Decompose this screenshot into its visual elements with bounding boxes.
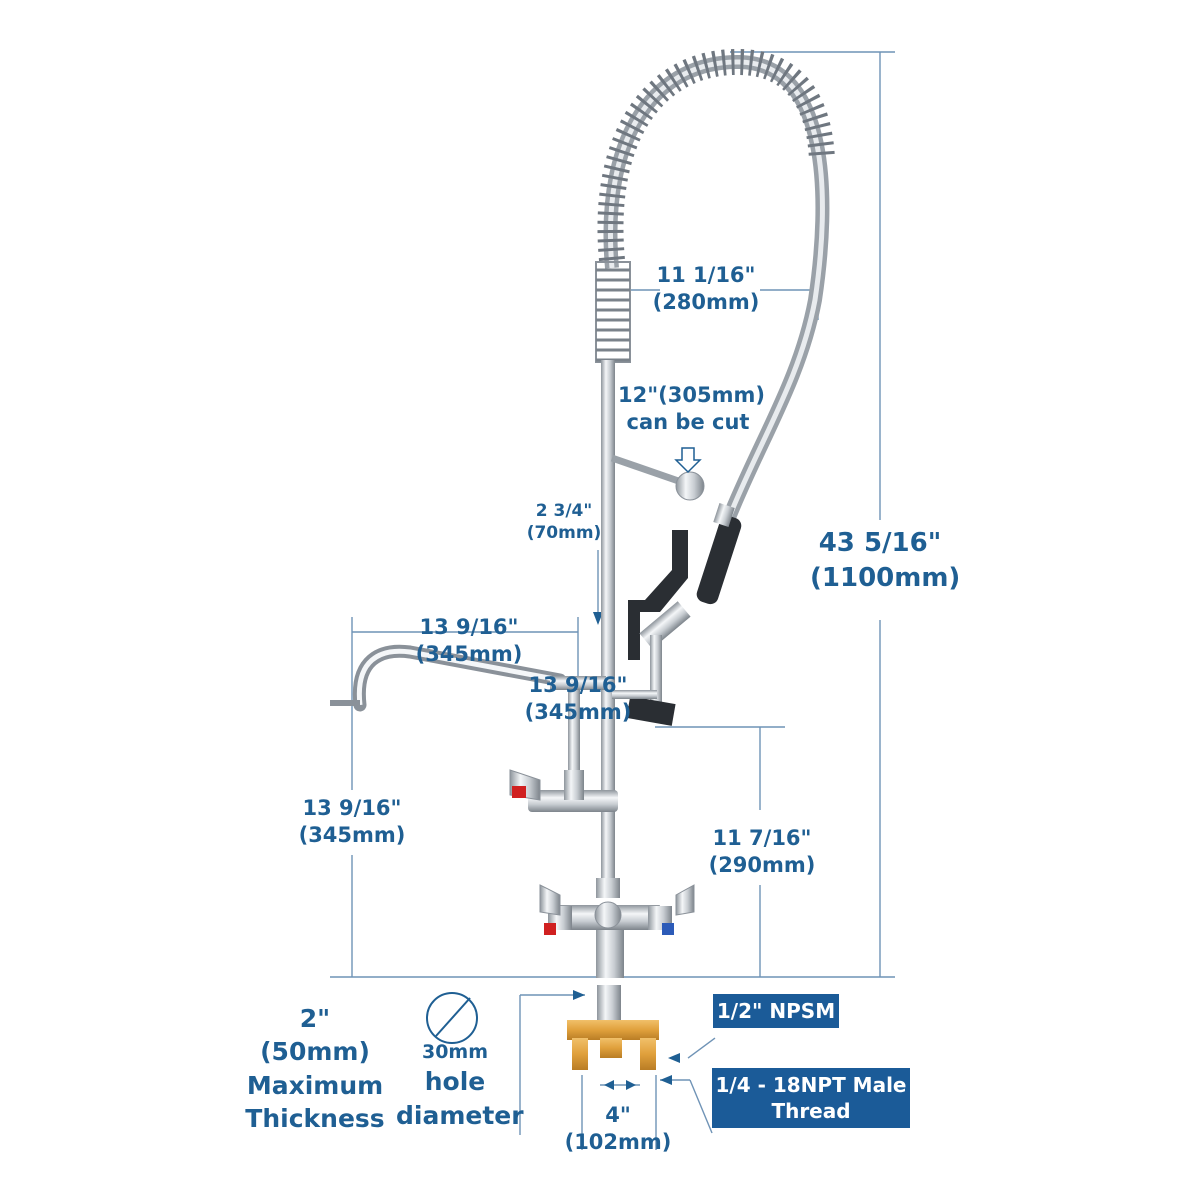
- deck-arrow: [573, 990, 585, 1000]
- deck-thickness-line4: Thickness: [245, 1103, 385, 1133]
- riser-pipe: [601, 360, 615, 880]
- spout-height-label: 13 9/16" (345mm): [296, 795, 408, 850]
- deck-thickness-label: 2" (50mm) Maximum Thickness: [240, 1002, 390, 1135]
- spout-inner-metric: (345mm): [524, 700, 632, 725]
- mount-shank: [597, 985, 621, 1025]
- spout-inner-imperial: 13 9/16": [528, 673, 628, 697]
- add-on-valve: [528, 790, 618, 812]
- deck-thickness-line1: 2": [299, 1004, 331, 1033]
- brass-bridge: [567, 1020, 659, 1040]
- brass-inlet-right: [640, 1038, 656, 1070]
- cut-length-line1: 12"(305mm): [618, 383, 765, 407]
- spout-tip: [330, 700, 360, 706]
- npt-line2: Thread: [771, 1099, 851, 1123]
- spring-gap-imperial: 2 3/4": [535, 501, 593, 521]
- deck-thickness-line2: (50mm): [260, 1037, 370, 1067]
- hose-reach-metric: (280mm): [652, 290, 760, 315]
- center-spacing-imperial: 4": [605, 1103, 631, 1127]
- hole-label: 30mm hole diameter: [396, 1040, 524, 1132]
- arrowheads: [573, 612, 680, 1090]
- npsm-text: 1/2" NPSM: [716, 999, 836, 1023]
- sprayer-nozzle: [626, 696, 676, 726]
- npt-line1: 1/4 - 18NPT Male: [715, 1073, 907, 1097]
- spring-coil: [597, 48, 835, 262]
- hose-reach-label: 11 1/16" (280mm): [650, 262, 762, 317]
- spout-height-metric: (345mm): [298, 823, 406, 848]
- sprayer-height-metric: (290mm): [708, 853, 816, 878]
- diameter-icon: [426, 992, 478, 1044]
- hose-reach-imperial: 11 1/16": [656, 263, 756, 287]
- spout-riser: [568, 690, 580, 780]
- spout-length-metric: (345mm): [415, 642, 523, 667]
- hot-indicator: [512, 786, 526, 798]
- sprayer-height-label: 11 7/16" (290mm): [704, 825, 820, 880]
- left-handle: [539, 884, 561, 916]
- spout-body: [550, 676, 606, 690]
- deck-thickness-line3: Maximum: [246, 1070, 384, 1100]
- spring-vertical: [595, 261, 631, 363]
- overall-height-imperial: 43 5/16": [818, 528, 942, 558]
- spring-gap-arrow: [593, 612, 603, 625]
- bracket-ball: [675, 471, 705, 501]
- sprayer-handle: [696, 515, 742, 605]
- sprayer-clip: [612, 690, 657, 699]
- overall-height-label: 43 5/16" (1100mm): [810, 526, 961, 596]
- right-handle: [675, 884, 695, 916]
- spout-length-imperial: 13 9/16": [419, 615, 519, 639]
- center-spacing-metric: (102mm): [564, 1130, 672, 1155]
- npsm-leader: [687, 1037, 716, 1059]
- cut-length-label: 12"(305mm) can be cut: [618, 382, 765, 437]
- hole-line1: 30mm: [421, 1041, 489, 1063]
- spacing-arrow-l: [604, 1080, 614, 1090]
- hole-line2: hole: [424, 1067, 486, 1097]
- spring-gap-label: 2 3/4" (70mm): [524, 500, 604, 544]
- spring-rings: [596, 268, 630, 362]
- sprayer-height-imperial: 11 7/16": [712, 826, 812, 850]
- sprayer-neck: [650, 635, 662, 705]
- spout-inner-label: 13 9/16" (345mm): [522, 672, 634, 727]
- spout-length-label: 13 9/16" (345mm): [412, 614, 526, 669]
- cut-length-line2: can be cut: [626, 410, 750, 435]
- spacing-arrow-r: [626, 1080, 636, 1090]
- center-spacing-label: 4" (102mm): [562, 1102, 674, 1157]
- hole-line3: diameter: [396, 1100, 524, 1130]
- cut-arrow-icon: [674, 447, 702, 474]
- brass-inlet-left: [572, 1038, 588, 1070]
- mixer-stem: [596, 930, 624, 978]
- npsm-arrow: [668, 1053, 680, 1063]
- npsm-tag: 1/2" NPSM: [713, 994, 839, 1028]
- npt-arrow: [660, 1075, 672, 1085]
- spout-height-imperial: 13 9/16": [302, 796, 402, 820]
- overall-height-metric: (1100mm): [810, 563, 961, 594]
- spring-gap-metric: (70mm): [526, 523, 602, 544]
- cold-indicator: [662, 923, 674, 935]
- npt-tag: 1/4 - 18NPT Male Thread: [712, 1068, 910, 1128]
- sprayer-trigger: [628, 530, 688, 660]
- npt-leader: [689, 1079, 713, 1134]
